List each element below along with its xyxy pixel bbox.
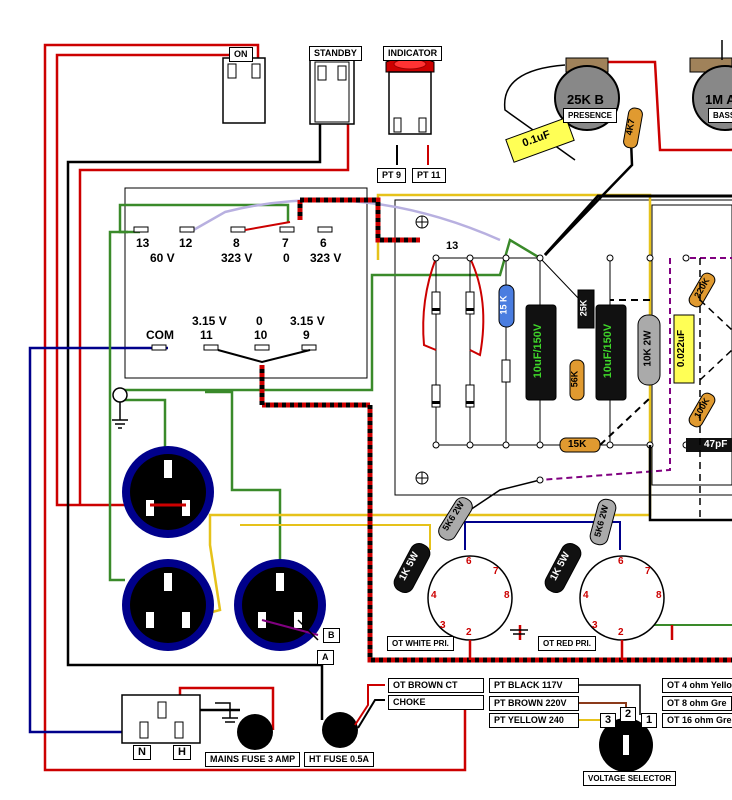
- ot-16ohm-label: OT 16 ohm Gre: [662, 713, 732, 728]
- power-socket-left: [122, 559, 214, 651]
- tap-com: COM: [146, 328, 174, 342]
- volt-60: 60 V: [150, 251, 175, 265]
- volt-0-heater: 0: [256, 314, 263, 328]
- jack-a-label: A: [317, 650, 334, 665]
- pt9-label: PT 9: [377, 168, 407, 183]
- cap-0-1uf: [505, 117, 575, 163]
- tap-6: 6: [320, 236, 327, 250]
- presence-pot-value: 25K B: [567, 92, 604, 107]
- socket-a-pin-4: 4: [431, 590, 437, 601]
- res-10k-2w-label: 10K 2W: [642, 330, 654, 367]
- ht-fuse-label: HT FUSE 0.5A: [304, 752, 375, 767]
- ot-white-pri-label: OT WHITE PRI.: [387, 636, 454, 651]
- socket-a-pin-2: 2: [466, 627, 472, 638]
- socket-b-pin-7: 7: [645, 566, 651, 577]
- cap-10uf-b-label: 10uF/150V: [602, 323, 615, 379]
- res-56k-label: 56K: [569, 370, 580, 388]
- cap-10uf-b: [595, 304, 627, 401]
- volt-323-b: 323 V: [310, 251, 342, 265]
- ht-fuse-holder[interactable]: [322, 712, 358, 748]
- volt-0: 0: [283, 251, 290, 265]
- ot-brown-ct-label: OT BROWN CT: [388, 678, 484, 693]
- pt-brown-label: PT BROWN 220V: [489, 696, 579, 711]
- mains-fuse-holder[interactable]: [237, 714, 273, 750]
- volt-3-15-b: 3.15 V: [290, 314, 325, 328]
- standby-switch[interactable]: [309, 55, 355, 125]
- res-15k-horizontal-label: 15K: [568, 439, 587, 450]
- ground-lug: [112, 387, 128, 403]
- power-socket-top: [122, 446, 214, 538]
- res-25k-label: 25K: [578, 299, 589, 317]
- hot-label: H: [173, 745, 191, 760]
- standby-switch-label: STANDBY: [309, 46, 362, 61]
- voltage-selector-label: VOLTAGE SELECTOR: [583, 771, 677, 786]
- neutral-label: N: [133, 745, 151, 760]
- wire-13-label: 13: [446, 240, 459, 252]
- cap-10uf-a-label: 10uF/150V: [532, 323, 545, 379]
- socket-b-pin-6: 6: [618, 556, 624, 567]
- volt-3-15-a: 3.15 V: [192, 314, 227, 328]
- indicator-label: INDICATOR: [383, 46, 443, 61]
- tap-11: 11: [200, 328, 213, 342]
- on-switch-label: ON: [229, 47, 253, 62]
- cap-10uf-a: [525, 304, 557, 401]
- cap-0022-label: 0.022uF: [676, 329, 688, 368]
- socket-a-pin-7: 7: [493, 566, 499, 577]
- pt11-label: PT 11: [412, 168, 446, 183]
- socket-a-pin-6: 6: [466, 556, 472, 567]
- jack-b-label: B: [323, 628, 340, 643]
- tap-8: 8: [233, 236, 240, 250]
- res-15k-vertical-label: 15 K: [498, 295, 509, 315]
- socket-a-pin-3: 3: [440, 620, 446, 631]
- ot-red-pri-label: OT RED PRI.: [538, 636, 597, 651]
- socket-b-pin-8: 8: [656, 590, 662, 601]
- socket-b-pin-3: 3: [592, 620, 598, 631]
- mains-wire-red: [43, 43, 467, 772]
- bass-pot-value: 1M A: [705, 92, 732, 107]
- res-15k-vertical: [498, 284, 515, 328]
- res-10k-2w: [637, 314, 661, 386]
- presence-pot-label: PRESENCE: [563, 108, 618, 123]
- tap-13: 13: [136, 236, 150, 250]
- power-socket-right: [234, 559, 326, 651]
- pt-yellow-label: PT YELLOW 240: [489, 713, 579, 728]
- ot-4ohm-label: OT 4 ohm Yello: [662, 678, 732, 693]
- cap-47pf-label: 47pF: [704, 439, 728, 450]
- volt-323-a: 323 V: [221, 251, 253, 265]
- tap-9: 9: [303, 328, 310, 342]
- socket-b-pin-2: 2: [618, 627, 624, 638]
- tap-10: 10: [254, 328, 268, 342]
- pt-black-label: PT BLACK 117V: [489, 678, 579, 693]
- socket-a-pin-8: 8: [504, 590, 510, 601]
- choke-label: CHOKE: [388, 695, 484, 710]
- mains-fuse-label: MAINS FUSE 3 AMP: [205, 752, 301, 767]
- tap-12: 12: [179, 236, 193, 250]
- vs-terminal-2: 2: [620, 707, 637, 722]
- tap-7: 7: [282, 236, 289, 250]
- vs-terminal-3: 3: [600, 713, 617, 728]
- ot-8ohm-label: OT 8 ohm Gre: [662, 696, 732, 711]
- vs-terminal-1: 1: [641, 713, 658, 728]
- socket-b-pin-4: 4: [583, 590, 589, 601]
- bass-pot-label: BASS: [708, 108, 732, 123]
